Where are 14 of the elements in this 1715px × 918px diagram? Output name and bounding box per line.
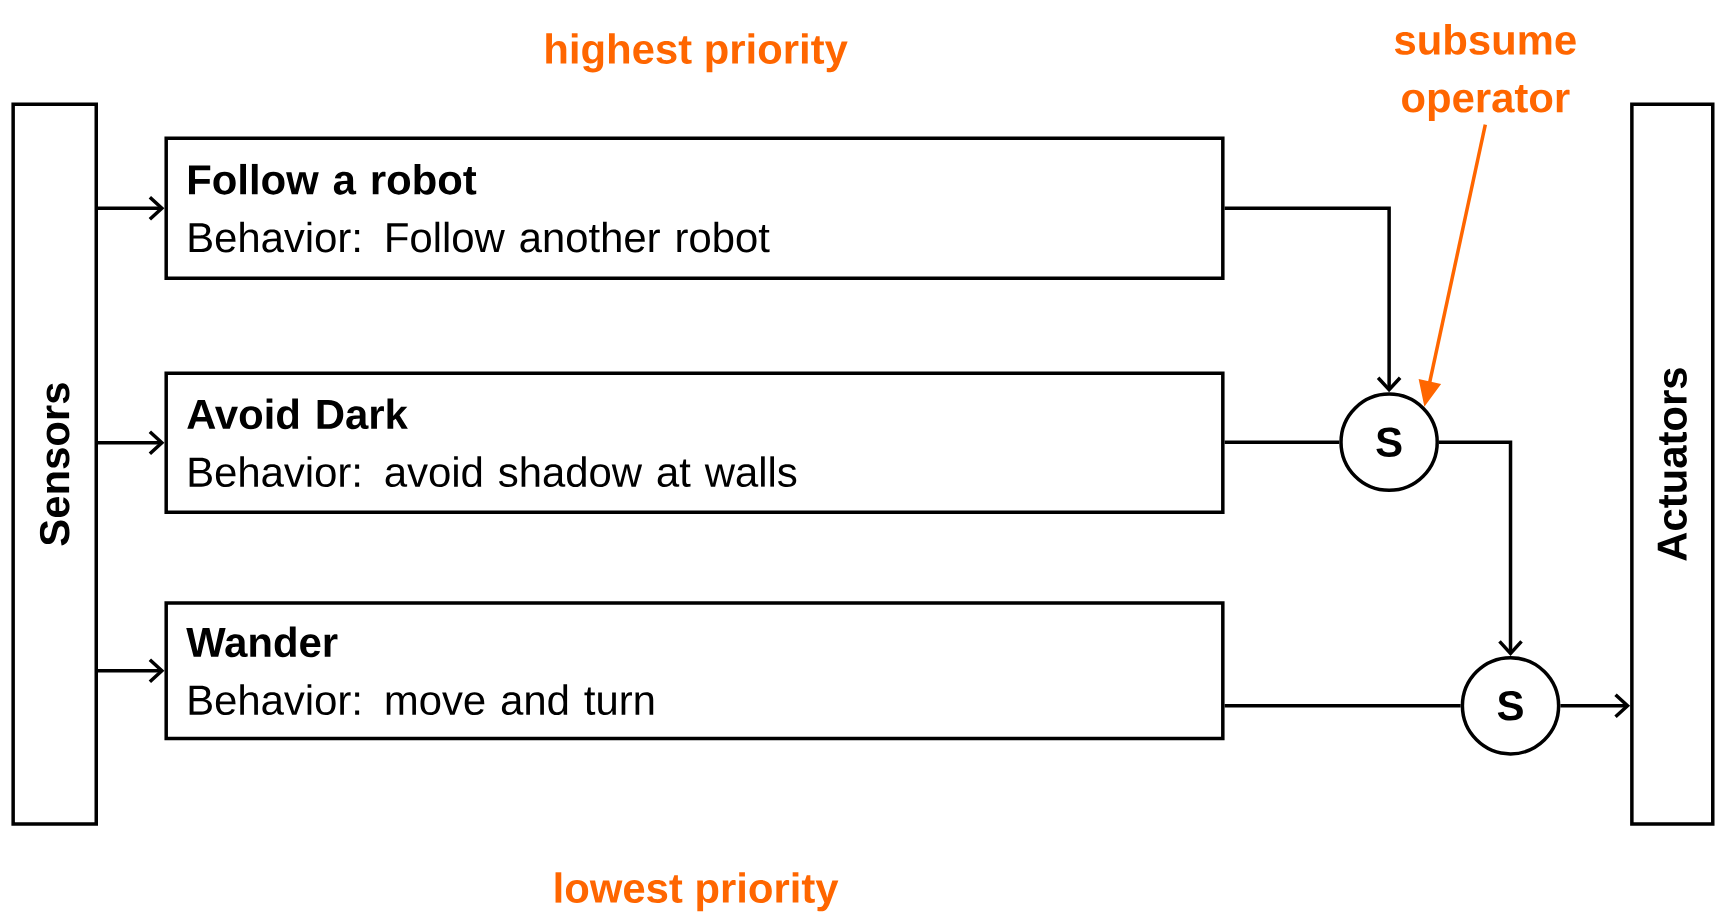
behavior-box: Follow a robot Behavior: Follow another robot <box>164 136 1225 280</box>
sensor-bar: Sensors <box>11 102 98 826</box>
arrow <box>98 195 165 221</box>
arrow <box>1438 440 1523 656</box>
arrow <box>1224 206 1402 393</box>
behavior-box: Avoid Dark Behavior: avoid shadow at walls <box>164 371 1225 514</box>
priority-label: highest priority <box>546 33 848 73</box>
actuator-bar: Actuators <box>1630 102 1715 826</box>
arrow <box>98 430 165 456</box>
arrow <box>98 658 165 684</box>
arrow <box>1560 693 1631 719</box>
priority-label: lowest priority <box>555 872 839 912</box>
callout-text: subsume operator <box>1394 24 1576 121</box>
behavior-box: Wander Behavior: move and turn <box>164 601 1225 741</box>
